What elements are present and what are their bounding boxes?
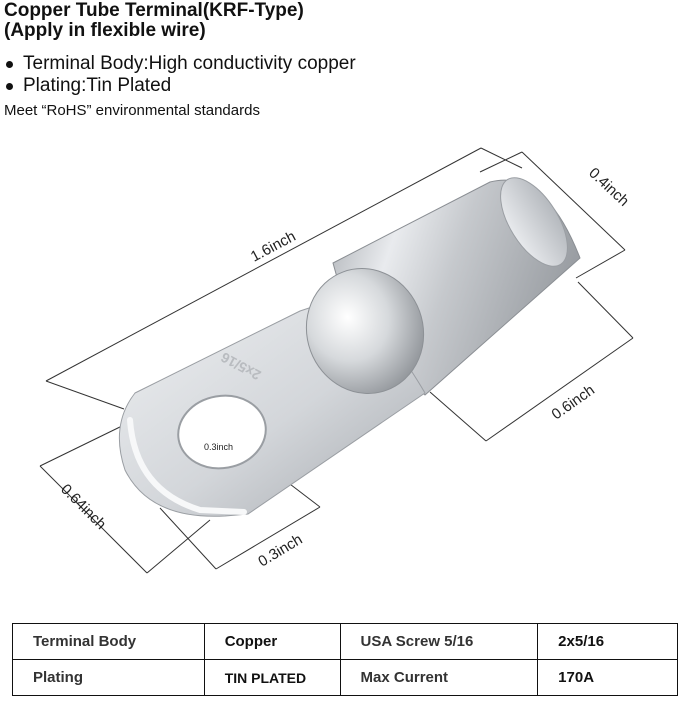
dim-end-label: 0.3inch xyxy=(255,531,305,570)
dim-tube-label: 0.4inch xyxy=(585,164,632,209)
terminal-drawing: 2x5/16 1.6inch 0.4inch 0.6inch 0.64inch … xyxy=(39,147,634,574)
table-row: Plating TIN PLATED Max Current 170A xyxy=(12,659,678,696)
mounting-hole xyxy=(177,394,267,470)
terminal-tube-mouth xyxy=(500,177,568,267)
rohs-note: Meet “RoHS” environmental standards xyxy=(4,102,260,119)
dim-length-ext-right xyxy=(480,147,523,169)
terminal-dome xyxy=(305,268,425,394)
dim-tongue-label: 0.64inch xyxy=(57,481,109,533)
spec-label: Terminal Body xyxy=(12,623,205,660)
feature-item: Terminal Body:High conductivity copper xyxy=(4,53,356,75)
dim-barrel-line xyxy=(485,337,634,442)
dim-tongue-ext-bottom xyxy=(146,519,211,574)
dim-length-ext-left xyxy=(45,380,125,410)
dim-tube-ext-top xyxy=(479,151,523,173)
dim-barrel-ext-top xyxy=(577,281,634,339)
spec-table: Terminal Body Copper USA Screw 5/16 2x5/… xyxy=(12,623,678,696)
dim-tube-ext-bottom xyxy=(575,249,626,279)
table-row: Terminal Body Copper USA Screw 5/16 2x5/… xyxy=(12,623,678,660)
product-title: Copper Tube Terminal(KRF-Type) xyxy=(4,0,304,21)
spec-value: 2x5/16 xyxy=(537,623,678,660)
dim-barrel-ext-bottom xyxy=(429,391,487,442)
dim-tube-line xyxy=(521,151,626,251)
dim-end-line xyxy=(215,506,321,570)
dim-length-label: 1.6inch xyxy=(248,228,299,266)
dim-tongue-ext-top xyxy=(39,424,125,467)
spec-label: Plating xyxy=(12,659,205,696)
spec-value: TIN PLATED xyxy=(203,659,341,696)
bullet-icon xyxy=(6,60,13,68)
dim-length-line xyxy=(45,147,482,382)
dim-hole-label: 0.3inch xyxy=(204,442,233,452)
product-subtitle: (Apply in flexible wire) xyxy=(4,20,206,41)
terminal-body: 2x5/16 xyxy=(118,177,581,517)
spec-value: 170A xyxy=(537,659,678,696)
dimension-lines xyxy=(39,147,634,574)
dim-end-ext-left xyxy=(159,507,217,570)
dim-tongue-line xyxy=(39,465,148,574)
bullet-icon xyxy=(6,82,13,90)
tongue-edge-highlight xyxy=(127,417,247,515)
spec-label: Max Current xyxy=(339,659,539,696)
spec-label: USA Screw 5/16 xyxy=(339,623,539,660)
dim-barrel-label: 0.6inch xyxy=(549,382,598,424)
spec-value: Copper xyxy=(203,623,341,660)
feature-text: Terminal Body:High conductivity copper xyxy=(23,53,356,74)
feature-item: Plating:Tin Plated xyxy=(4,75,171,97)
feature-text: Plating:Tin Plated xyxy=(23,75,172,96)
